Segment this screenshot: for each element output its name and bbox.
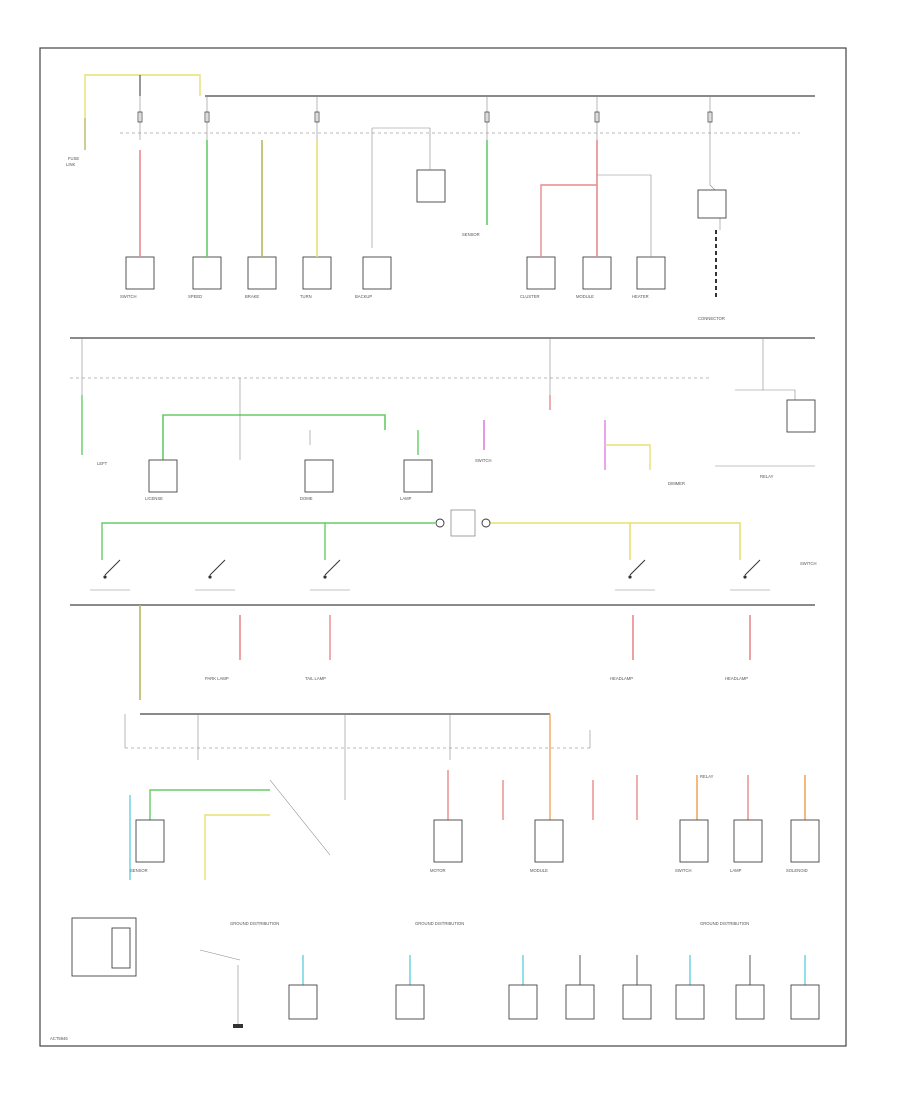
diagram-frame	[39, 47, 847, 1047]
component-box	[135, 819, 165, 863]
svg-text:CLUSTER: CLUSTER	[520, 294, 540, 299]
component-box	[534, 819, 564, 863]
svg-text:MOTOR: MOTOR	[430, 868, 446, 873]
component-box	[679, 819, 709, 863]
svg-text:HEADLAMP: HEADLAMP	[610, 676, 633, 681]
switch-contact	[104, 559, 121, 576]
section-fourth-bus: SENSOR MOTOR MODULE SWITCH LAMP SOLENOID RE…	[124, 713, 820, 880]
switch-contact	[629, 559, 646, 576]
component-box	[125, 256, 155, 290]
footer-code: ACT5946	[50, 1036, 68, 1041]
component-box	[636, 256, 666, 290]
fuse-symbol	[484, 111, 490, 123]
svg-text:CONNECTOR: CONNECTOR	[698, 316, 725, 321]
component-box	[582, 256, 612, 290]
relay-symbol	[697, 189, 727, 219]
ground-component-box	[288, 984, 318, 1020]
switch-contact	[324, 559, 341, 576]
svg-text:SWITCH: SWITCH	[800, 561, 817, 566]
switch-pivot	[628, 575, 632, 579]
fuse-symbol	[314, 111, 320, 123]
svg-text:FUSE: FUSE	[68, 156, 79, 161]
svg-text:DOME: DOME	[300, 496, 313, 501]
component-box	[790, 819, 820, 863]
svg-text:BACKUP: BACKUP	[355, 294, 372, 299]
fuse-symbol	[137, 111, 143, 123]
component-box	[403, 459, 433, 493]
component-box	[786, 399, 816, 433]
component-box	[192, 256, 222, 290]
svg-text:HEADLAMP: HEADLAMP	[725, 676, 748, 681]
svg-text:LINK: LINK	[66, 162, 76, 167]
svg-text:LEFT: LEFT	[97, 461, 108, 466]
section-headlamp-switch: SWITCH PARK LAMP TAIL LAMP HEADLAMP HEADLA…	[70, 509, 817, 700]
svg-text:RELAY: RELAY	[760, 474, 774, 479]
ground-component-box	[675, 984, 705, 1020]
fuse-symbol	[707, 111, 713, 123]
component-box	[362, 256, 392, 290]
switch-contact	[744, 559, 761, 576]
fuse-symbol	[204, 111, 210, 123]
svg-text:TAIL LAMP: TAIL LAMP	[305, 676, 326, 681]
svg-text:LAMP: LAMP	[730, 868, 742, 873]
svg-text:SENSOR: SENSOR	[462, 232, 480, 237]
svg-text:DIMMER: DIMMER	[668, 481, 685, 486]
switch-pivot	[103, 575, 107, 579]
component-box	[247, 256, 277, 290]
svg-text:LICENSE: LICENSE	[145, 496, 163, 501]
switch-pivot	[208, 575, 212, 579]
ground-component-box	[508, 984, 538, 1020]
ground-component-box	[735, 984, 765, 1020]
svg-text:TURN: TURN	[300, 294, 312, 299]
svg-text:GROUND DISTRIBUTION: GROUND DISTRIBUTION	[230, 921, 279, 926]
ground-component-box	[622, 984, 652, 1020]
component-box	[733, 819, 763, 863]
svg-text:SWITCH: SWITCH	[120, 294, 137, 299]
section-second-bus: LEFT LICENSE DOME LAMP SWITCH DIMMER RELAY	[70, 337, 816, 501]
fuse-symbol	[594, 111, 600, 123]
svg-text:SOLENOID: SOLENOID	[786, 868, 808, 873]
svg-text:RELAY: RELAY	[700, 774, 714, 779]
component-box	[416, 169, 446, 203]
ground-component-box	[790, 984, 820, 1020]
svg-text:SWITCH: SWITCH	[475, 458, 492, 463]
ground-component-box	[395, 984, 425, 1020]
switch-pivot	[743, 575, 747, 579]
ground-component-box	[565, 984, 595, 1020]
svg-text:HEATER: HEATER	[632, 294, 649, 299]
svg-text:GROUND DISTRIBUTION: GROUND DISTRIBUTION	[700, 921, 749, 926]
svg-text:SPEED: SPEED	[188, 294, 202, 299]
switch-contact	[209, 559, 226, 576]
svg-text:MODULE: MODULE	[530, 868, 548, 873]
component-box	[526, 256, 556, 290]
component-box	[433, 819, 463, 863]
component-box	[148, 459, 178, 493]
svg-text:GROUND DISTRIBUTION: GROUND DISTRIBUTION	[415, 921, 464, 926]
svg-text:PARK LAMP: PARK LAMP	[205, 676, 229, 681]
component-box	[304, 459, 334, 493]
legend-inner-box	[111, 927, 131, 969]
svg-text:MODULE: MODULE	[576, 294, 594, 299]
svg-text:SENSOR: SENSOR	[130, 868, 148, 873]
svg-text:BRAKE: BRAKE	[245, 294, 259, 299]
switch-pivot	[323, 575, 327, 579]
svg-text:LAMP: LAMP	[400, 496, 412, 501]
section-bottom-grounds: GROUND DISTRIBUTION GROUND DISTRIBUTION …	[71, 917, 820, 1028]
svg-text:SWITCH: SWITCH	[675, 868, 692, 873]
component-box	[302, 256, 332, 290]
